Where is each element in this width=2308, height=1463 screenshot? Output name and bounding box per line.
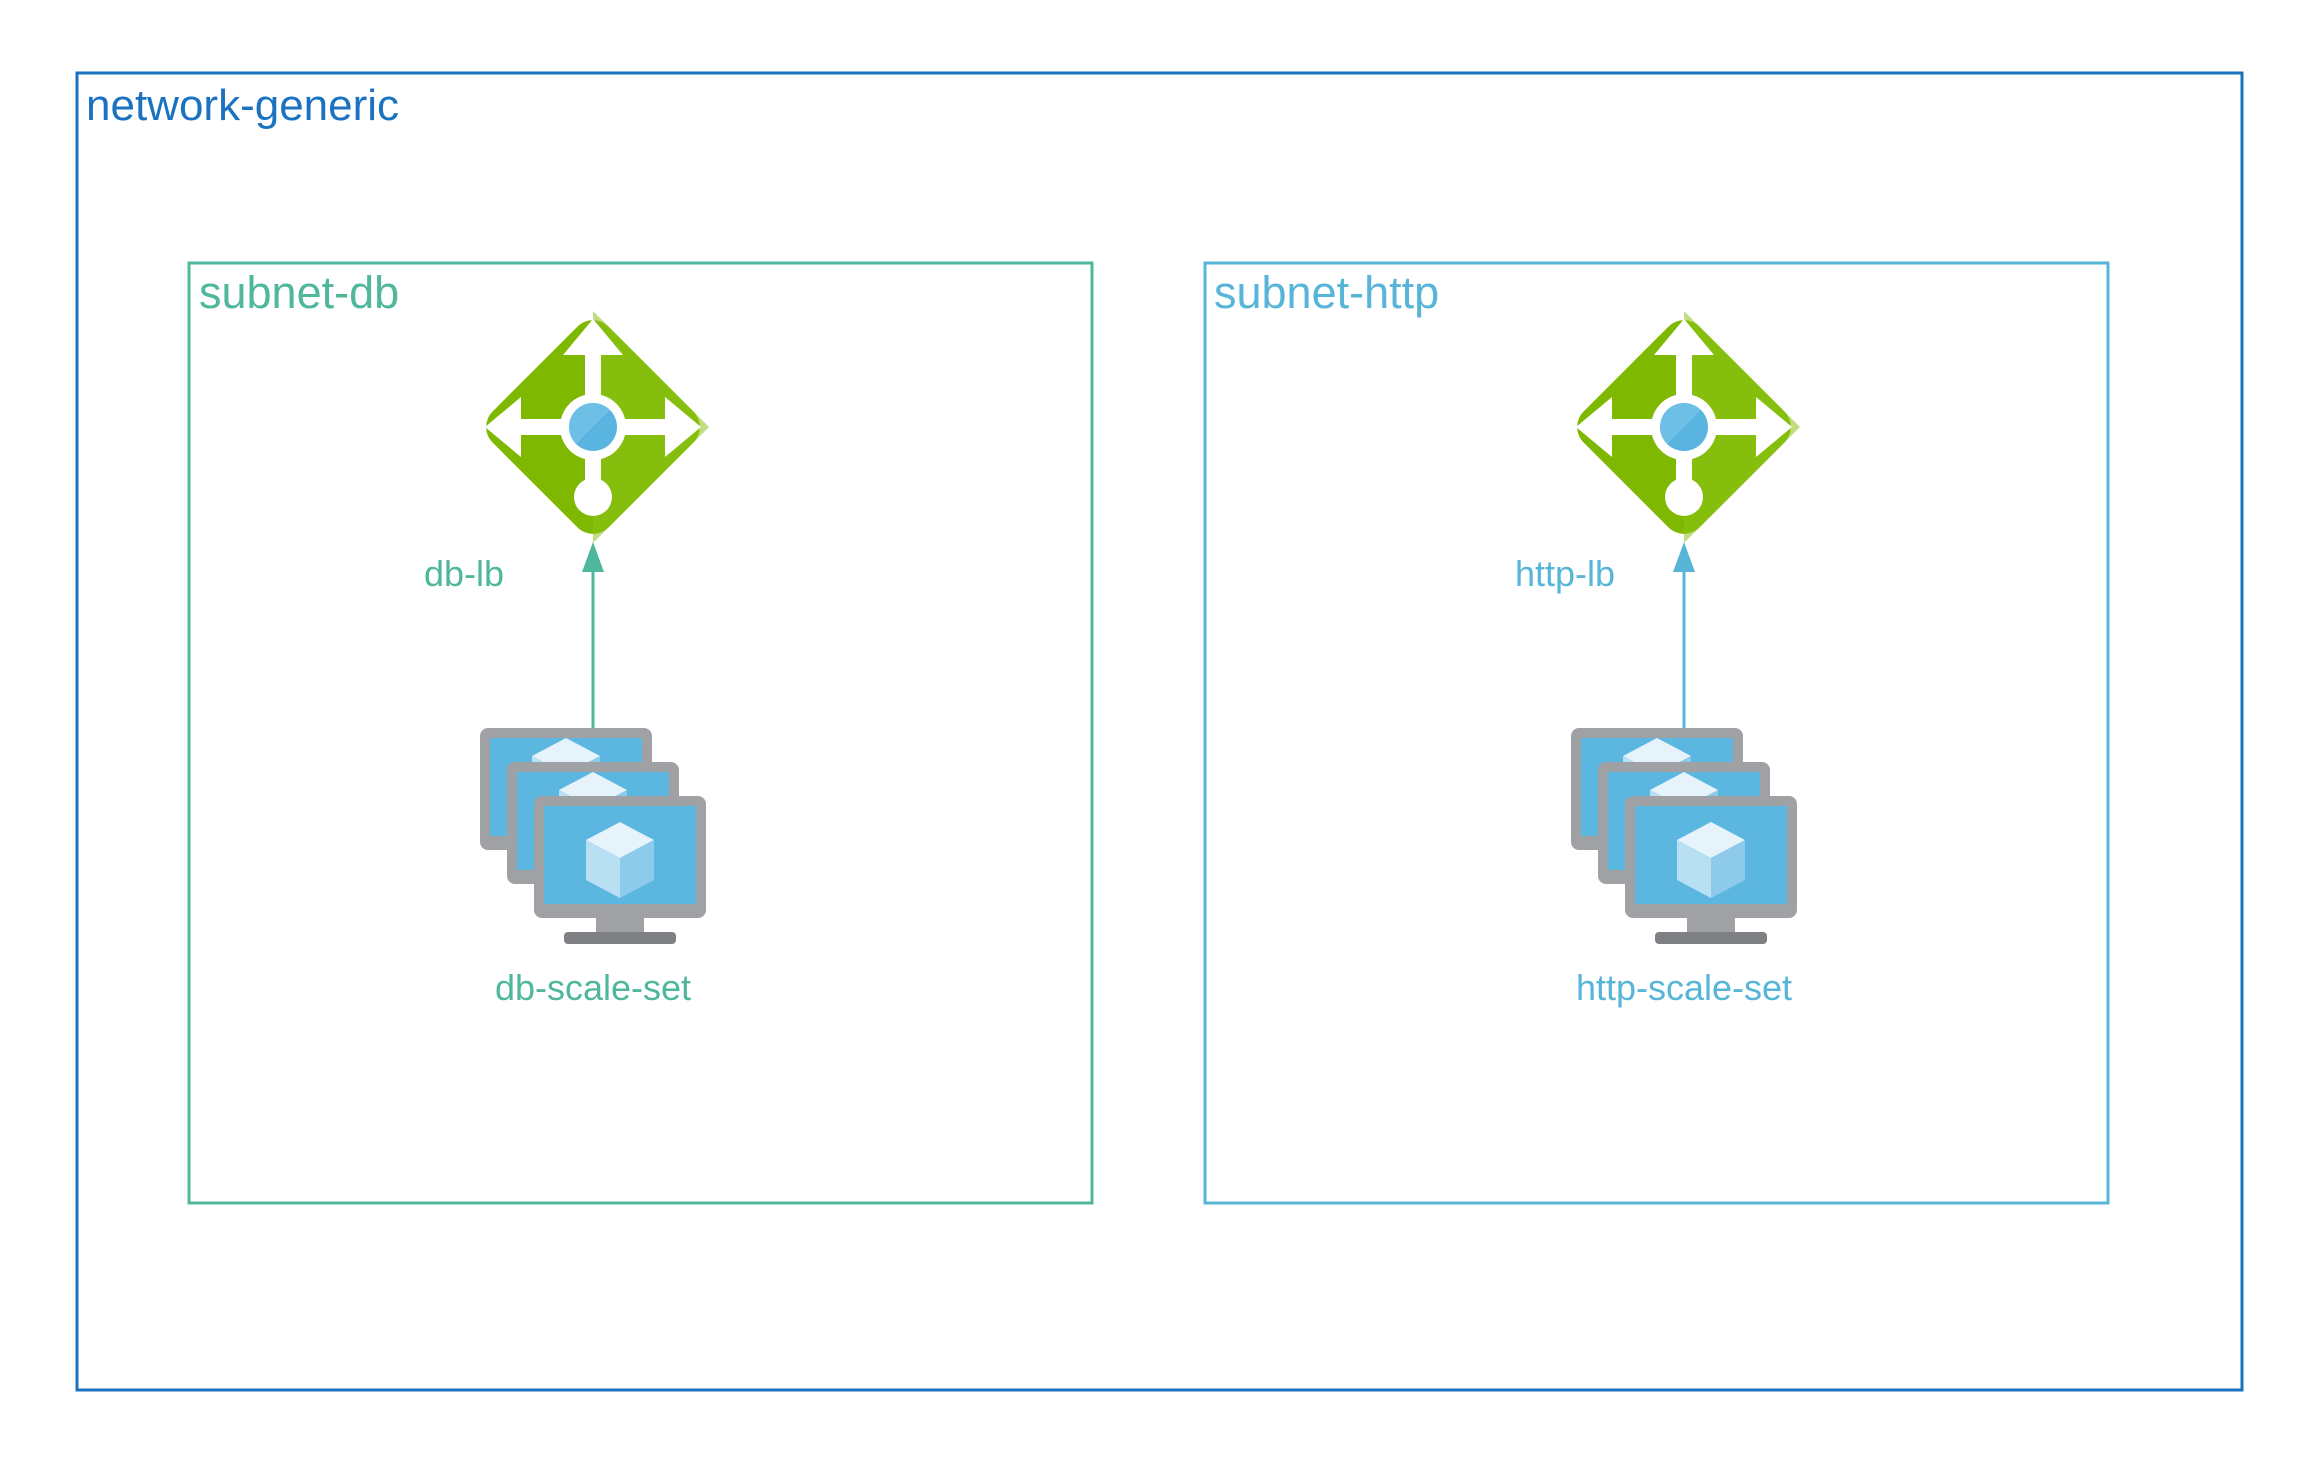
- db-connector-arrowhead: [582, 542, 604, 572]
- subnet-db-label: subnet-db: [199, 267, 399, 318]
- subnet-http-label: subnet-http: [1214, 267, 1439, 318]
- db-lb-label: db-lb: [424, 553, 504, 594]
- subnet-http-boundary: [1203, 261, 2110, 1205]
- subnet-db-group: subnet-db db-lb db-scale-set: [187, 261, 1094, 1205]
- load-balancer-icon[interactable]: [1568, 311, 1800, 543]
- load-balancer-icon[interactable]: [477, 311, 709, 543]
- subnet-http-group: subnet-http http-lb http-scale-set: [1203, 261, 2110, 1205]
- network-boundary: [75, 71, 2244, 1392]
- http-scale-set-label: http-scale-set: [1576, 967, 1792, 1008]
- network-label: network-generic: [86, 81, 399, 130]
- subnet-db-boundary: [187, 261, 1094, 1205]
- http-connector-arrowhead: [1673, 542, 1695, 572]
- vm-scale-set-icon[interactable]: [1571, 728, 1797, 944]
- http-lb-label: http-lb: [1515, 553, 1615, 594]
- vm-scale-set-icon[interactable]: [480, 728, 706, 944]
- db-scale-set-label: db-scale-set: [495, 967, 691, 1008]
